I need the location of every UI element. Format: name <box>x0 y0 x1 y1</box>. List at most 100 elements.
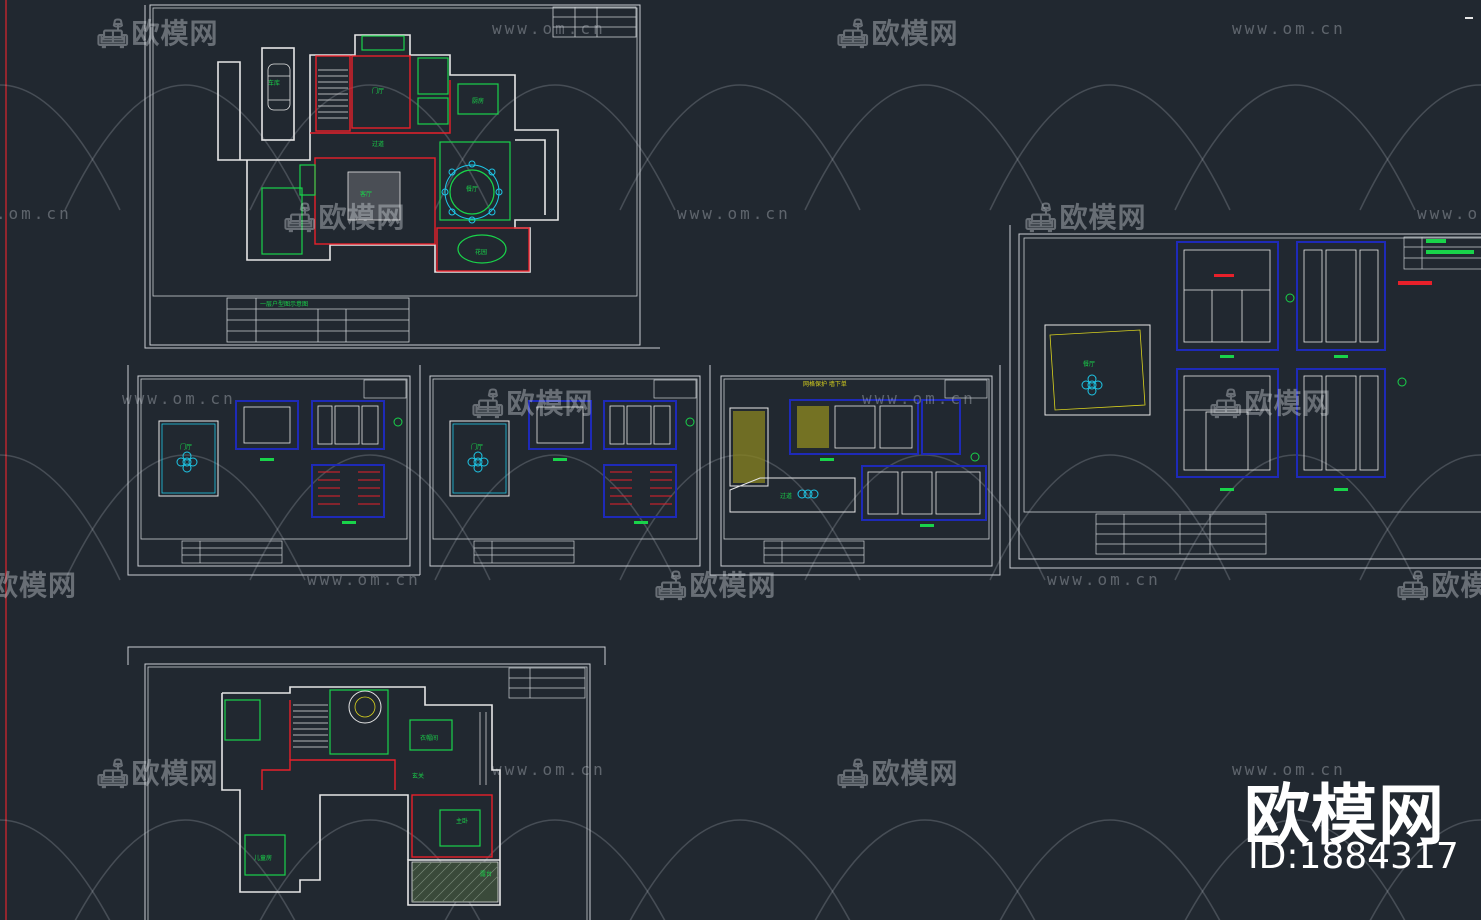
watermark-url: www.om.cn <box>0 204 72 223</box>
sofa-icon: 🛋 <box>282 201 319 234</box>
plan1-room-label: 厨房 <box>472 97 484 105</box>
elev-a-view-2 <box>311 400 385 450</box>
watermark-url: www.om.cn <box>1232 19 1346 38</box>
plan2-stairs <box>293 704 328 748</box>
sheet-elevation-a[interactable]: 门厅 <box>127 365 420 576</box>
elev-c-hatch-panel <box>729 407 769 487</box>
plan1-room-label: 客厅 <box>360 190 372 198</box>
dining-ceiling-lamp <box>1081 374 1103 396</box>
elev-a-scale-tag <box>260 458 274 461</box>
plan2-fixtures <box>224 689 481 876</box>
watermark-url: www.om.cn <box>122 389 236 408</box>
elev-a-room-label: 门厅 <box>180 443 192 451</box>
dining-revision-block <box>1403 236 1481 270</box>
sofa-icon: 🛋 <box>1023 201 1060 234</box>
elev-c-view-1-hatch <box>797 406 829 448</box>
dining-ceiling-plan <box>1044 324 1151 416</box>
elev-c-view-1 <box>789 399 919 455</box>
plan2-red-walls <box>261 700 493 858</box>
elev-b-chandelier <box>467 451 489 473</box>
elev-b-title-block <box>473 540 575 564</box>
sheet-elevation-c[interactable]: 网格保护 墙下单 过道 <box>709 365 1001 576</box>
viewport-marker <box>1465 17 1473 19</box>
elev-a-revision-block <box>363 379 407 399</box>
sheet1-title-block <box>226 297 410 343</box>
dining-scale-tag <box>1220 355 1234 358</box>
sheet-elevation-b[interactable]: 门厅 <box>419 365 701 575</box>
watermark-url: www.om.cn <box>492 760 606 779</box>
elev-b-scale-tag <box>634 521 648 524</box>
elev-c-view-1-panels <box>834 405 913 449</box>
elev-c-room-label: 过道 <box>780 492 792 500</box>
elev-b-plan-inner <box>452 423 507 494</box>
plan2-revision-block <box>508 667 586 699</box>
plan2-round-table <box>348 690 382 724</box>
elev-b-callout <box>685 417 695 427</box>
elev-b-view-3-shelves <box>610 471 672 505</box>
dining-scale-tag <box>1334 488 1348 491</box>
watermark-logo: 🛋欧模网 <box>470 387 594 420</box>
elev-b-view-1 <box>528 400 592 450</box>
elev-a-view-2-panels <box>317 405 379 445</box>
dining-view-1-accent <box>1214 274 1234 277</box>
plan2-room-label: 儿童房 <box>254 854 272 862</box>
plan1-dining-chairs <box>441 160 503 224</box>
watermark-logo: 🛋欧模网 <box>1023 201 1147 234</box>
watermark-logo: 🛋欧模网 <box>835 17 959 50</box>
elev-c-callout <box>970 452 980 462</box>
elev-b-view-1-inner <box>536 406 584 444</box>
watermark-logo: 🛋欧模网 <box>1395 569 1481 602</box>
watermark-logo: 🛋欧模网 <box>653 569 777 602</box>
sheet-dining-elevations[interactable]: 餐厅 <box>1009 225 1481 569</box>
watermark-url: www.om.cn <box>862 389 976 408</box>
dining-view-4-panels <box>1303 375 1379 471</box>
elev-a-view-3 <box>311 464 385 518</box>
plan2-terrace-tiles <box>411 861 499 903</box>
sheet1-revision-block <box>552 6 637 38</box>
plan1-garden-table <box>457 234 507 264</box>
plan2-wardrobe-line <box>479 712 487 785</box>
watermark-url: www.om.cn <box>1232 760 1346 779</box>
elev-c-scale-tag <box>920 524 934 527</box>
watermark-url: www.om.cn <box>677 204 791 223</box>
plan1-room-label: 车库 <box>268 79 280 87</box>
plan2-room-label: 露台 <box>480 870 492 878</box>
watermark-logo: 🛋欧模网 <box>835 757 959 790</box>
sofa-icon: 🛋 <box>470 387 507 420</box>
watermark-logo: 欧模网 <box>0 569 78 602</box>
watermark-logo: 🛋欧模网 <box>95 17 219 50</box>
dining-scale-tag <box>1334 355 1348 358</box>
watermark-url: www.om.cn <box>1417 204 1481 223</box>
sofa-icon: 🛋 <box>1208 387 1245 420</box>
dining-view-1-panels <box>1183 249 1271 343</box>
dining-callout <box>1285 293 1295 303</box>
elev-a-scale-tag <box>342 521 356 524</box>
elev-b-view-3 <box>603 464 677 518</box>
sofa-icon: 🛋 <box>1395 569 1432 602</box>
elev-c-scale-tag <box>820 458 834 461</box>
watermark-arc-pattern <box>0 84 1481 920</box>
dining-ceiling-line <box>1049 329 1146 411</box>
elev-a-view-1-inner <box>243 406 291 444</box>
plan1-red-walls <box>310 55 530 272</box>
elev-a-title-block <box>181 540 283 564</box>
dining-callout <box>1397 377 1407 387</box>
sheet-floor-plan-1[interactable]: 一层户型图示意图 <box>144 4 660 349</box>
sofa-icon: 🛋 <box>95 17 132 50</box>
watermark-logo: 🛋欧模网 <box>95 757 219 790</box>
plan1-room-label: 过道 <box>372 140 384 148</box>
elev-c-corridor-plan <box>729 477 856 513</box>
plan1-room-label: 花园 <box>475 248 487 256</box>
elev-b-room-label: 门厅 <box>471 443 483 451</box>
elev-b-view-2-panels <box>609 405 671 445</box>
dining-revision-mark <box>1426 250 1474 254</box>
plan1-stairs <box>318 69 348 119</box>
elev-a-callout <box>393 417 403 427</box>
plan2-walls <box>221 686 501 906</box>
watermark-url: www.om.cn <box>307 570 421 589</box>
elev-c-note: 网格保护 墙下单 <box>803 380 847 388</box>
watermark-url: www.om.cn <box>492 19 606 38</box>
sheet-floor-plan-2[interactable]: 衣帽间 玄关 主卧 露台 儿童房 <box>127 646 606 920</box>
plan2-round-table-inner <box>354 696 376 718</box>
